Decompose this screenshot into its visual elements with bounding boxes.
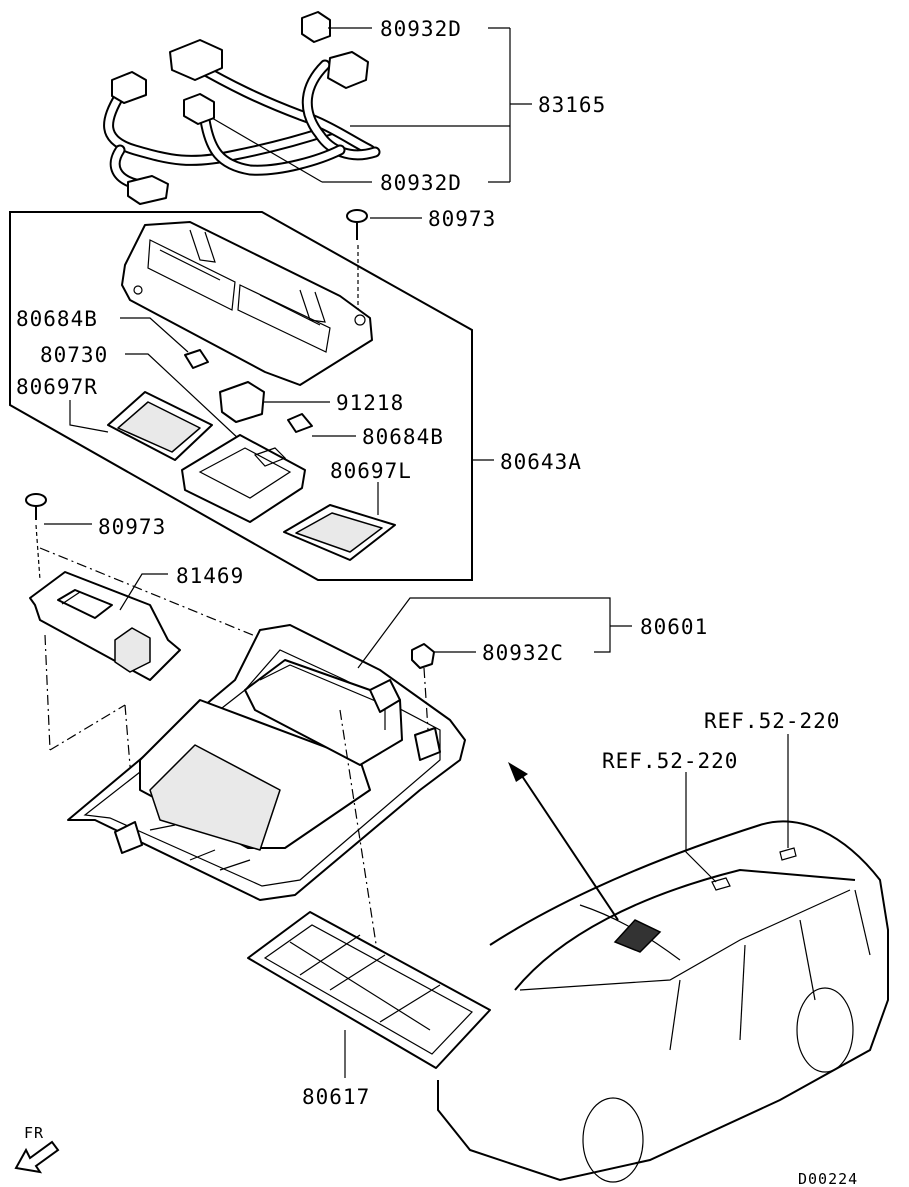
screw-80973-left-icon[interactable] [25, 493, 47, 520]
label-83165: 83165 [538, 93, 606, 117]
ref-marker-right-icon [779, 847, 797, 861]
assembly-outline-80643a [9, 211, 473, 581]
roof-console-location-marker [613, 919, 662, 953]
lens-80697r-icon[interactable] [107, 391, 213, 461]
bulb-holder-icon[interactable] [181, 434, 306, 523]
console-lid-80617-icon[interactable] [247, 911, 491, 1069]
label-80684b-right: 80684B [362, 425, 444, 449]
diagram-code: D00224 [798, 1170, 858, 1187]
label-80730: 80730 [40, 343, 108, 367]
label-80697l: 80697L [330, 459, 412, 483]
label-ref-right: REF.52-220 [704, 709, 840, 733]
car-outline-icon [437, 820, 889, 1183]
bulb-80684b-right-icon[interactable] [287, 413, 313, 433]
label-80643a: 80643A [500, 450, 582, 474]
label-fr: FR [24, 1124, 44, 1142]
clip-80932c-icon[interactable] [411, 643, 435, 669]
label-80617: 80617 [302, 1085, 370, 1109]
front-direction-arrow-icon [14, 1140, 60, 1174]
direction-arrowhead [508, 762, 528, 782]
label-80973-top: 80973 [428, 207, 496, 231]
map-lamp-housing-icon[interactable] [121, 221, 373, 386]
label-80973-left: 80973 [98, 515, 166, 539]
label-ref-left: REF.52-220 [602, 749, 738, 773]
switch-81469-icon[interactable] [29, 571, 181, 681]
label-80932c: 80932C [482, 641, 564, 665]
label-80601: 80601 [640, 615, 708, 639]
ref-marker-left-icon [711, 877, 731, 891]
label-91218: 91218 [336, 391, 404, 415]
label-80932d-bottom: 80932D [380, 171, 462, 195]
label-81469: 81469 [176, 564, 244, 588]
connector-91218-icon[interactable] [219, 381, 265, 423]
label-80684b-left: 80684B [16, 307, 98, 331]
bulb-80684b-left-icon[interactable] [184, 349, 209, 369]
label-80697r: 80697R [16, 375, 98, 399]
screw-80973-top-icon[interactable] [346, 209, 368, 240]
lens-80697l-icon[interactable] [283, 504, 396, 561]
label-80932d-top: 80932D [380, 17, 462, 41]
clip-80932d-top-icon[interactable] [301, 11, 331, 43]
console-base-80601-icon[interactable] [67, 624, 466, 901]
wiring-harness-83165[interactable] [103, 39, 381, 205]
